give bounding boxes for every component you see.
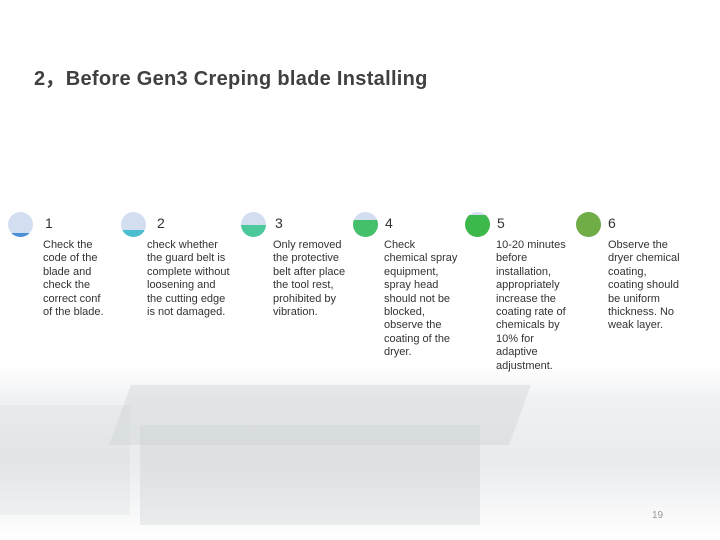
progress-fill	[353, 219, 378, 237]
progress-circle-icon	[576, 212, 601, 237]
step-description: check whether the guard belt is complete…	[147, 239, 230, 319]
step-number: 3	[275, 215, 283, 231]
factory-background-image	[0, 365, 720, 540]
step-description: Check the code of the blade and check th…	[43, 239, 104, 319]
step-number: 4	[385, 215, 393, 231]
progress-circle-icon	[8, 212, 33, 237]
page-number: 19	[652, 510, 664, 521]
slide-title: 2，Before Gen3 Creping blade Installing	[34, 68, 428, 90]
progress-circle-icon	[121, 212, 146, 237]
progress-fill	[576, 212, 601, 237]
step-description: Check chemical spray equipment, spray he…	[384, 239, 458, 359]
step-number: 1	[45, 215, 53, 231]
progress-fill	[8, 233, 33, 237]
progress-circle-icon	[465, 212, 490, 237]
step-number: 5	[497, 215, 505, 231]
step-description: 10-20 minutes before installation, appro…	[496, 239, 566, 372]
step-number: 6	[608, 215, 616, 231]
progress-fill	[241, 224, 266, 237]
step-description: Observe the dryer chemical coating, coat…	[608, 239, 680, 332]
step-number: 2	[157, 215, 165, 231]
progress-fill	[121, 229, 146, 237]
progress-circle-icon	[353, 212, 378, 237]
progress-fill	[465, 215, 490, 237]
progress-circle-icon	[241, 212, 266, 237]
step-description: Only removed the protective belt after p…	[273, 239, 346, 319]
